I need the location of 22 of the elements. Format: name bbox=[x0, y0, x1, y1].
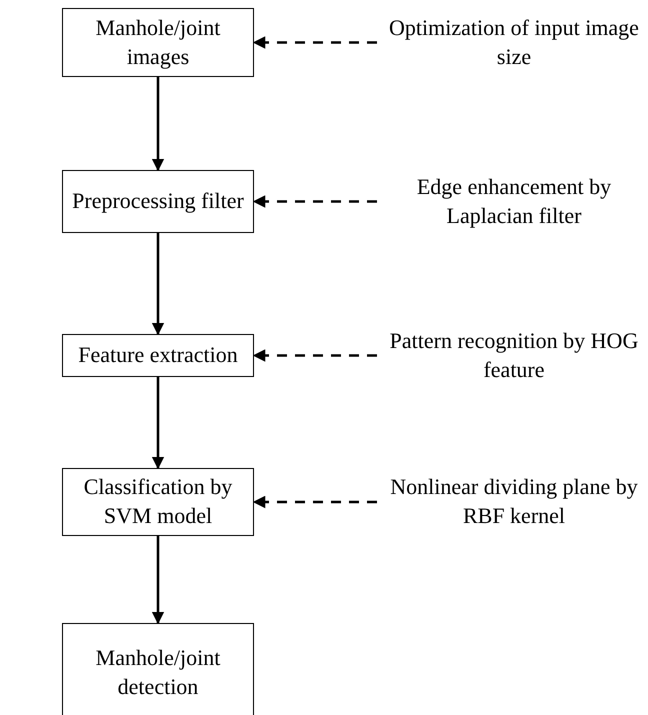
process-label: Manhole/joint images bbox=[94, 14, 222, 71]
dashed-arrow bbox=[252, 496, 377, 508]
annotation-text: Edge enhancement by Laplacian filter bbox=[416, 172, 612, 230]
dashed-arrow bbox=[252, 349, 377, 362]
process-label: Classification by SVM model bbox=[82, 473, 234, 530]
annotation-text: Optimization of input image size bbox=[388, 14, 640, 70]
process-box bbox=[62, 334, 254, 377]
annotation-text: Nonlinear dividing plane by RBF kernel bbox=[389, 473, 639, 530]
process-box bbox=[62, 468, 254, 536]
process-box bbox=[62, 8, 254, 77]
arrow bbox=[152, 377, 164, 470]
process-box bbox=[62, 623, 254, 715]
process-label: Manhole/joint detection bbox=[94, 644, 222, 701]
dashed-arrow bbox=[252, 36, 377, 49]
process-label: Preprocessing filter bbox=[72, 187, 244, 216]
arrow bbox=[152, 77, 164, 172]
dashed-arrow bbox=[252, 195, 377, 208]
arrow bbox=[152, 536, 164, 624]
arrow bbox=[152, 233, 164, 336]
process-label: Feature extraction bbox=[78, 341, 238, 370]
process-box bbox=[62, 170, 254, 233]
annotation-text: Pattern recognition by HOG feature bbox=[388, 327, 640, 384]
